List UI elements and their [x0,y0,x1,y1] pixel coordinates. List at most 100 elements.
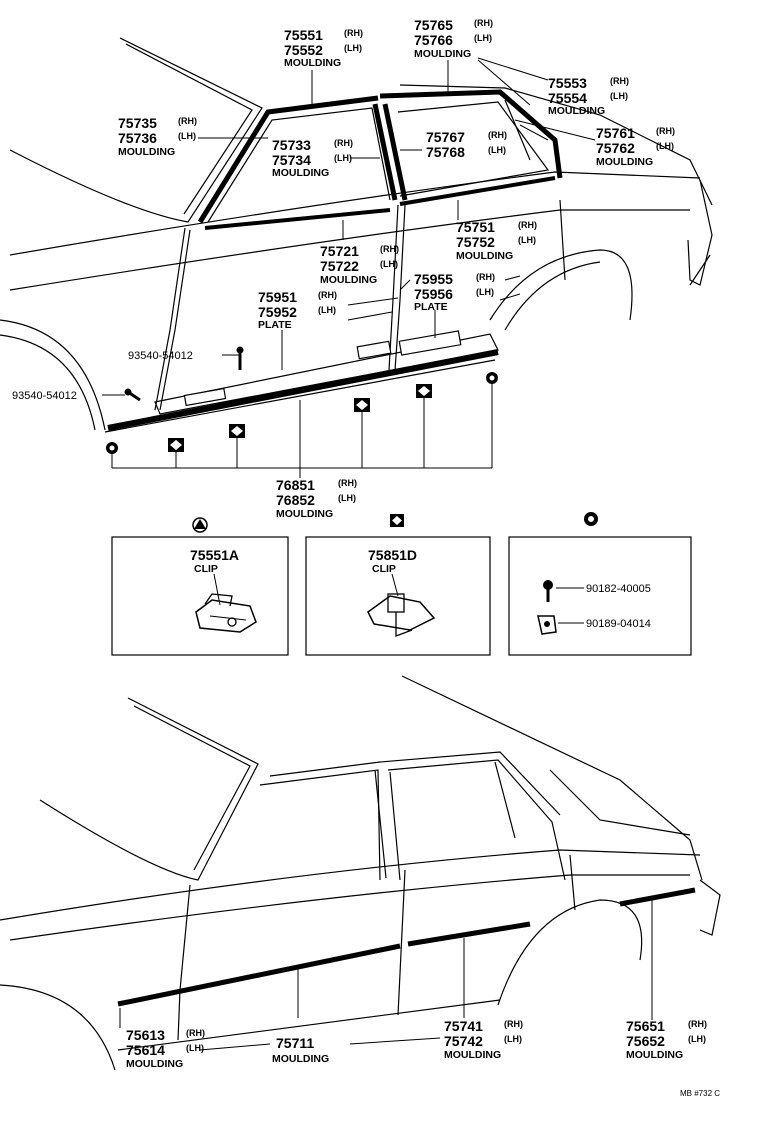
svg-text:75652: 75652 [626,1033,665,1049]
clip-box-a: 75551A CLIP [111,517,289,656]
svg-text:(RH): (RH) [334,138,353,148]
svg-text:MOULDING: MOULDING [284,57,341,69]
label-quarter-moulding: 75553 (RH) 75554 (LH) MOULDING [548,75,629,117]
svg-text:75765: 75765 [414,17,453,33]
svg-text:75551A: 75551A [190,547,239,563]
svg-text:75734: 75734 [272,152,311,168]
label-rear-plate: 75955 (RH) 75956 (LH) PLATE [414,271,495,313]
label-rocker-moulding: 76851 (RH) 76852 (LH) MOULDING [276,477,357,520]
svg-text:(RH): (RH) [504,1019,523,1029]
screw-icons [124,346,244,402]
clip-box-d: 75851D CLIP [305,514,491,656]
svg-text:MOULDING: MOULDING [272,1053,329,1065]
label-lower-door-moulding: 75711 MOULDING [272,1035,329,1065]
svg-text:(RH): (RH) [344,28,363,38]
svg-text:75766: 75766 [414,32,453,48]
label-front-pillar-moulding: 75733 (RH) 75734 (LH) MOULDING [272,137,353,179]
svg-text:MOULDING: MOULDING [126,1058,183,1070]
svg-text:(RH): (RH) [186,1028,205,1038]
clip-d-icon [367,593,436,637]
svg-text:(LH): (LH) [476,287,494,297]
label-front-belt-moulding: 75721 (RH) 75722 (LH) MOULDING [320,243,399,286]
svg-text:(LH): (LH) [186,1043,204,1053]
svg-text:75552: 75552 [284,42,323,58]
lower-side-mouldings [117,887,696,1007]
svg-text:(RH): (RH) [380,244,399,254]
label-lower-rear-moulding: 75741 (RH) 75742 (LH) MOULDING [444,1018,523,1061]
svg-text:75554: 75554 [548,90,587,106]
label-belt-moulding: 75551 (RH) 75552 (LH) MOULDING [284,27,363,69]
svg-text:CLIP: CLIP [194,563,218,575]
svg-text:90189-04014: 90189-04014 [586,618,651,630]
svg-text:75952: 75952 [258,304,297,320]
label-lower-front-moulding: 75613 (RH) 75614 (LH) MOULDING [126,1027,205,1070]
svg-text:75553: 75553 [548,75,587,91]
svg-text:MOULDING: MOULDING [596,156,653,168]
upper-leader-lines [102,57,596,478]
label-front-moulding: 75735 (RH) 75736 (LH) MOULDING [118,115,197,158]
svg-text:(LH): (LH) [656,141,674,151]
svg-text:75762: 75762 [596,140,635,156]
svg-text:75851D: 75851D [368,547,417,563]
label-roof-moulding: 75765 (RH) 75766 (LH) MOULDING [414,17,493,60]
label-rear-pillar-moulding: 75767 (RH) 75768 (LH) [426,129,507,160]
svg-text:76852: 76852 [276,492,315,508]
svg-text:75742: 75742 [444,1033,483,1049]
svg-text:MOULDING: MOULDING [118,146,175,158]
label-rear-belt-moulding: 75751 (RH) 75752 (LH) MOULDING [456,219,537,262]
upper-rocker-assembly [107,330,499,431]
svg-text:(LH): (LH) [488,145,506,155]
svg-text:PLATE: PLATE [258,319,292,331]
svg-text:CLIP: CLIP [372,563,396,575]
diagram-code: MB #732 C [680,1089,720,1098]
svg-text:(RH): (RH) [338,478,357,488]
svg-text:MOULDING: MOULDING [320,274,377,286]
svg-text:75955: 75955 [414,271,453,287]
svg-text:(LH): (LH) [178,131,196,141]
svg-text:MOULDING: MOULDING [444,1049,501,1061]
svg-text:(LH): (LH) [518,235,536,245]
svg-text:75951: 75951 [258,289,297,305]
svg-text:75614: 75614 [126,1042,165,1058]
screw-icon [543,580,553,602]
svg-text:(LH): (LH) [334,153,352,163]
svg-text:75736: 75736 [118,130,157,146]
svg-text:(RH): (RH) [178,116,197,126]
svg-text:(LH): (LH) [344,43,362,53]
svg-text:(LH): (LH) [380,259,398,269]
svg-text:(RH): (RH) [488,130,507,140]
svg-text:75956: 75956 [414,286,453,302]
svg-text:75767: 75767 [426,129,465,145]
svg-text:MOULDING: MOULDING [414,48,471,60]
svg-text:MOULDING: MOULDING [548,105,605,117]
clip-box-screw: 90182-40005 90189-04014 [508,512,692,656]
nut-icon [537,615,557,635]
svg-text:(LH): (LH) [610,91,628,101]
svg-text:MOULDING: MOULDING [276,508,333,520]
svg-text:MOULDING: MOULDING [272,167,329,179]
svg-text:(RH): (RH) [474,18,493,28]
svg-text:75741: 75741 [444,1018,483,1034]
label-c-pillar-moulding: 75761 (RH) 75762 (LH) MOULDING [596,125,675,168]
svg-text:(RH): (RH) [656,126,675,136]
svg-text:PLATE: PLATE [414,301,448,313]
svg-text:75761: 75761 [596,125,635,141]
svg-text:75613: 75613 [126,1027,165,1043]
svg-text:(LH): (LH) [318,305,336,315]
svg-text:75752: 75752 [456,234,495,250]
svg-text:90182-40005: 90182-40005 [586,583,651,595]
svg-text:(RH): (RH) [318,290,337,300]
svg-text:75733: 75733 [272,137,311,153]
svg-text:(RH): (RH) [688,1019,707,1029]
upper-window-mouldings [197,89,563,230]
svg-text:(LH): (LH) [688,1034,706,1044]
svg-text:(LH): (LH) [474,33,492,43]
label-lower-quarter-moulding: 75651 (RH) 75652 (LH) MOULDING [626,1018,707,1061]
clip-a-icon [195,593,257,633]
lower-leader-lines [119,900,653,1051]
svg-text:MOULDING: MOULDING [626,1049,683,1061]
svg-text:(RH): (RH) [476,272,495,282]
label-screw-b: 93540-54012 [12,390,77,402]
lower-car-body [0,675,721,1071]
